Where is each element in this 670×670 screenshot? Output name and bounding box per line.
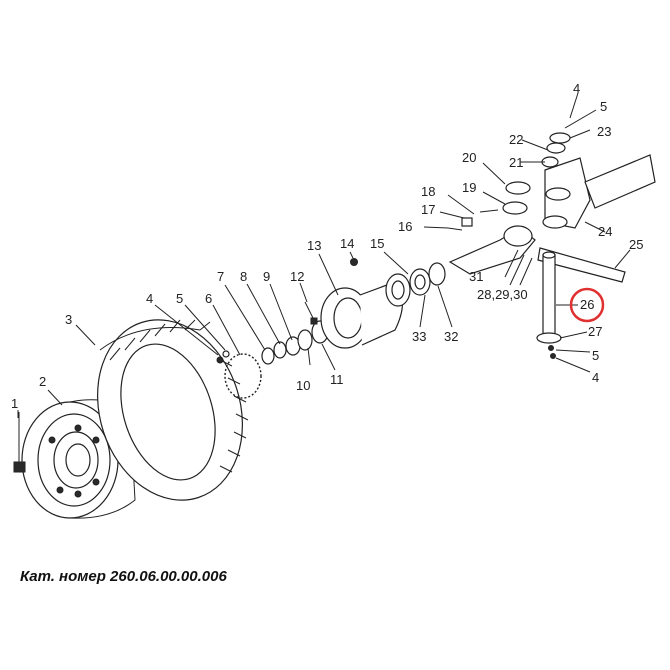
label-8: 8 bbox=[240, 269, 247, 284]
label-26: 26 bbox=[580, 297, 594, 312]
leader-lines bbox=[17, 92, 631, 418]
bolt-and-washer-left bbox=[216, 350, 230, 364]
axle-beam bbox=[537, 247, 626, 283]
label-25: 25 bbox=[629, 237, 643, 252]
steering-knuckle bbox=[448, 181, 536, 275]
label-9: 9 bbox=[263, 269, 270, 284]
bolt-12 bbox=[304, 301, 318, 325]
lower-washer-and-bolts bbox=[536, 332, 562, 359]
label-16: 16 bbox=[398, 219, 412, 234]
label-15: 15 bbox=[370, 236, 384, 251]
gasket bbox=[224, 353, 262, 399]
label-2: 2 bbox=[39, 374, 46, 389]
label-5-top: 5 bbox=[600, 99, 607, 114]
small-fasteners bbox=[447, 209, 499, 231]
label-20: 20 bbox=[462, 150, 476, 165]
label-17: 17 bbox=[421, 202, 435, 217]
label-28-29-30: 28,29,30 bbox=[477, 287, 528, 302]
label-1: 1 bbox=[11, 396, 18, 411]
label-3: 3 bbox=[65, 312, 72, 327]
label-12: 12 bbox=[290, 269, 304, 284]
king-pin bbox=[542, 251, 556, 338]
label-22: 22 bbox=[509, 132, 523, 147]
plug-14 bbox=[350, 258, 358, 266]
steering-arm bbox=[542, 154, 656, 229]
label-13: 13 bbox=[307, 238, 321, 253]
seal-rings bbox=[261, 320, 329, 365]
bearings bbox=[409, 262, 446, 296]
label-21: 21 bbox=[509, 155, 523, 170]
label-31: 31 bbox=[469, 269, 483, 284]
wheel-rim bbox=[21, 399, 136, 519]
part-labels: 1 2 3 4 5 6 7 8 9 10 11 12 13 14 15 16 1… bbox=[11, 81, 643, 411]
label-7: 7 bbox=[217, 269, 224, 284]
label-18: 18 bbox=[421, 184, 435, 199]
upper-washers bbox=[541, 132, 571, 168]
wheel-nut bbox=[13, 412, 26, 473]
wheel-hub bbox=[320, 273, 411, 349]
label-14: 14 bbox=[340, 236, 354, 251]
label-10: 10 bbox=[296, 378, 310, 393]
highlight-circle-26 bbox=[569, 287, 605, 323]
label-6: 6 bbox=[205, 291, 212, 306]
label-19: 19 bbox=[462, 180, 476, 195]
label-5-left: 5 bbox=[176, 291, 183, 306]
label-32: 32 bbox=[444, 329, 458, 344]
label-4-left: 4 bbox=[146, 291, 153, 306]
label-33: 33 bbox=[412, 329, 426, 344]
catalog-number-caption: Кат. номер 260.06.00.00.006 bbox=[20, 568, 227, 585]
label-23: 23 bbox=[597, 124, 611, 139]
label-5-bottom: 5 bbox=[592, 348, 599, 363]
label-4-top: 4 bbox=[573, 81, 580, 96]
tire bbox=[97, 319, 249, 501]
label-4-bottom: 4 bbox=[592, 370, 599, 385]
label-11: 11 bbox=[330, 372, 344, 387]
label-27: 27 bbox=[588, 324, 602, 339]
label-24: 24 bbox=[598, 224, 612, 239]
